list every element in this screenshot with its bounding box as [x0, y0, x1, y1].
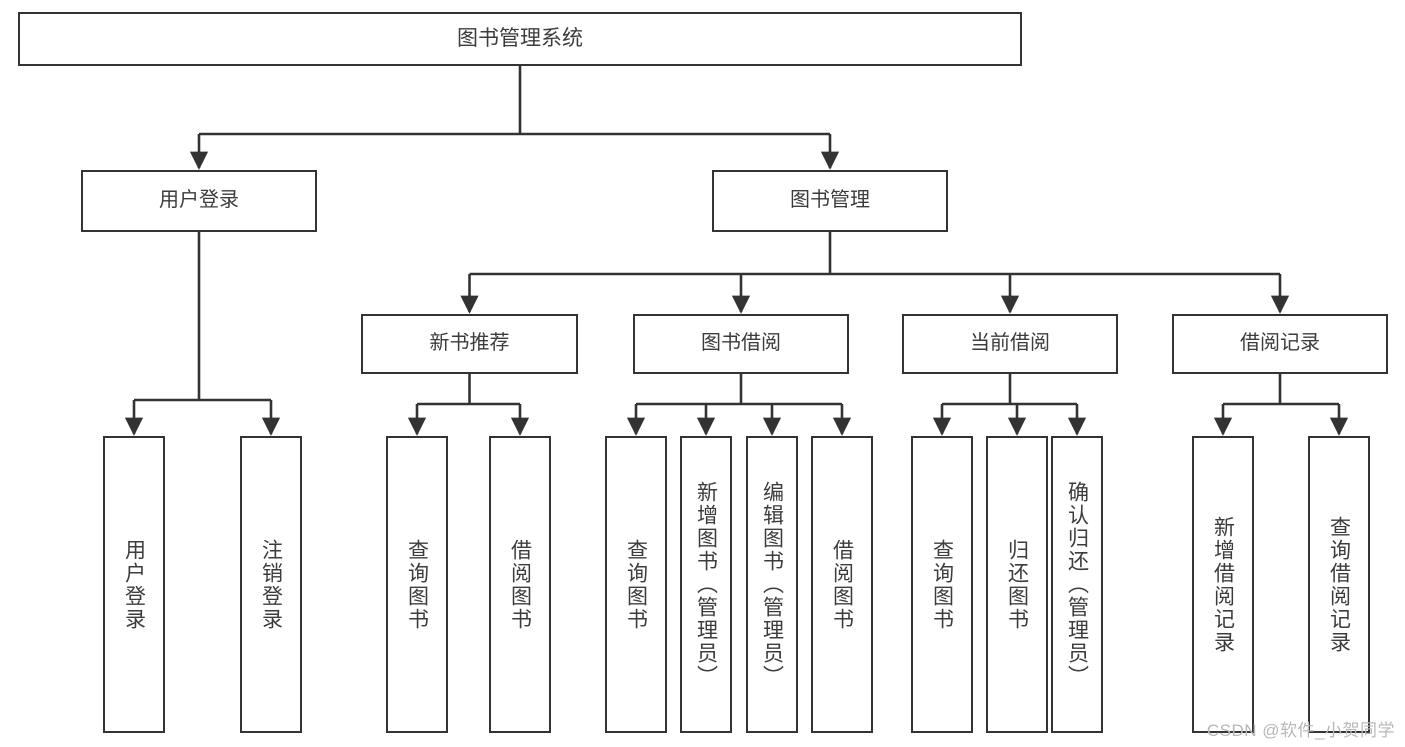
node-leaf-query-book-cb-label: 查询图书: [930, 538, 954, 631]
node-leaf-confirm-return-label: 确认归还（管理员）: [1065, 481, 1089, 688]
node-book-manage[interactable]: 图书管理: [712, 170, 948, 232]
node-leaf-query-book-cb[interactable]: 查询图书: [911, 436, 973, 733]
node-leaf-user-login[interactable]: 用户登录: [103, 436, 165, 733]
node-leaf-return-book[interactable]: 归还图书: [986, 436, 1048, 733]
node-new-book-recommend-label: 新书推荐: [429, 332, 510, 355]
node-book-manage-label: 图书管理: [790, 189, 870, 212]
node-leaf-borrow-book-bb-label: 借阅图书: [830, 538, 854, 631]
node-borrow-record-label: 借阅记录: [1240, 332, 1320, 355]
node-leaf-user-login-label: 用户登录: [122, 538, 146, 631]
node-book-borrow-label: 图书借阅: [701, 332, 781, 355]
node-user-login[interactable]: 用户登录: [81, 170, 317, 232]
node-leaf-query-book-bb[interactable]: 查询图书: [605, 436, 667, 733]
node-root-label: 图书管理系统: [457, 26, 583, 50]
node-leaf-query-record[interactable]: 查询借阅记录: [1308, 436, 1370, 733]
node-leaf-edit-book-label: 编辑图书（管理员）: [760, 481, 784, 688]
node-leaf-add-record-label: 新增借阅记录: [1211, 515, 1235, 654]
node-current-borrow-label: 当前借阅: [970, 332, 1050, 355]
node-root[interactable]: 图书管理系统: [18, 12, 1022, 66]
node-leaf-borrow-book-rec[interactable]: 借阅图书: [489, 436, 551, 733]
node-leaf-user-logout[interactable]: 注销登录: [240, 436, 302, 733]
node-leaf-add-book[interactable]: 新增图书（管理员）: [680, 436, 732, 733]
node-leaf-add-record[interactable]: 新增借阅记录: [1192, 436, 1254, 733]
node-leaf-query-book-rec[interactable]: 查询图书: [386, 436, 448, 733]
node-current-borrow[interactable]: 当前借阅: [902, 314, 1118, 374]
node-new-book-recommend[interactable]: 新书推荐: [361, 314, 578, 374]
node-leaf-add-book-label: 新增图书（管理员）: [694, 481, 718, 688]
node-user-login-label: 用户登录: [159, 189, 239, 212]
node-leaf-edit-book[interactable]: 编辑图书（管理员）: [746, 436, 798, 733]
node-book-borrow[interactable]: 图书借阅: [633, 314, 849, 374]
node-leaf-user-logout-label: 注销登录: [259, 538, 283, 631]
watermark: CSDN @软件_小贺同学: [1206, 721, 1395, 740]
node-leaf-borrow-book-rec-label: 借阅图书: [508, 538, 532, 631]
node-leaf-return-book-label: 归还图书: [1005, 538, 1029, 631]
node-leaf-query-book-rec-label: 查询图书: [405, 538, 429, 631]
node-borrow-record[interactable]: 借阅记录: [1172, 314, 1388, 374]
node-leaf-borrow-book-bb[interactable]: 借阅图书: [811, 436, 873, 733]
node-leaf-query-record-label: 查询借阅记录: [1327, 515, 1351, 654]
node-leaf-confirm-return[interactable]: 确认归还（管理员）: [1051, 436, 1103, 733]
node-leaf-query-book-bb-label: 查询图书: [624, 538, 648, 631]
